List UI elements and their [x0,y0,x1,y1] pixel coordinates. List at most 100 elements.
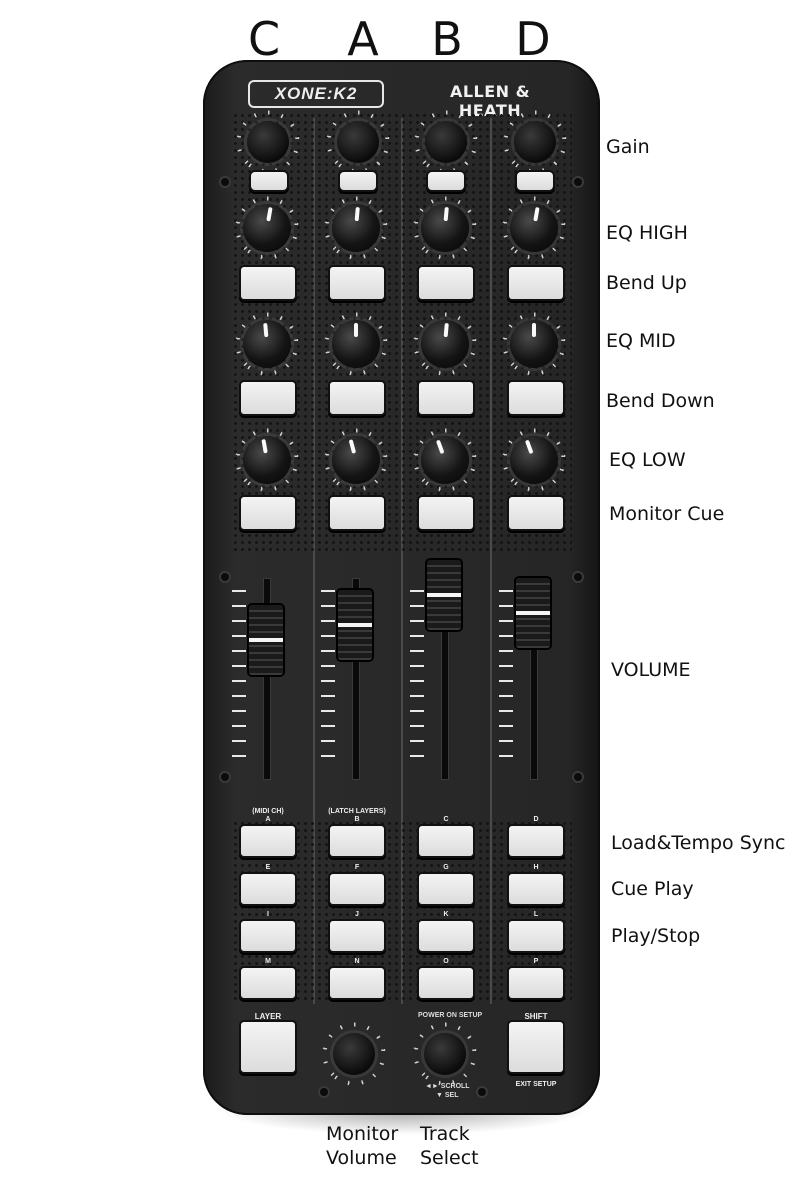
label-monitor-volume-line2: Volume [326,1147,397,1169]
shift-button[interactable] [509,1022,563,1072]
load-tempo-sync-button-d[interactable] [509,826,563,856]
monitor-cue-button-c[interactable] [241,497,295,529]
layer-button[interactable] [241,1022,295,1072]
label-monitor-volume: Monitor Volume [326,1122,398,1170]
button-o[interactable] [419,968,473,998]
button-letter: P [533,958,539,965]
button-m[interactable] [241,968,295,998]
label-track-select: Track Select [420,1122,479,1170]
bend-up-button-d[interactable] [509,267,563,299]
monitor-cue-button-d[interactable] [509,497,563,529]
label-track-select-line1: Track [420,1123,470,1145]
label-eq-low: EQ LOW [609,449,686,471]
bend-up-button-a[interactable] [330,267,384,299]
eq-mid-knob-d[interactable] [510,320,558,368]
eq-high-knob-b[interactable] [421,204,469,252]
column-divider [313,118,315,1004]
gain-knob-b[interactable] [425,121,467,163]
label-cue-play: Cue Play [611,878,694,900]
deck-letter-c: C [247,12,281,66]
label-eq-high: EQ HIGH [606,222,688,244]
eq-mid-knob-b[interactable] [421,320,469,368]
gain-knob-a[interactable] [337,121,379,163]
play-stop-button-b[interactable] [419,921,473,951]
eq-high-knob-c[interactable] [243,204,291,252]
eq-mid-knob-c[interactable] [243,320,291,368]
fader-scale [321,590,335,770]
play-stop-button-a[interactable] [330,921,384,951]
label-track-select-line2: Select [420,1147,479,1169]
play-stop-button-d[interactable] [509,921,563,951]
eq-mid-knob-a[interactable] [332,320,380,368]
monitor-cue-button-b[interactable] [419,497,473,529]
volume-fader-c[interactable] [249,605,283,675]
button-n[interactable] [330,968,384,998]
scroll-label: ◄► SCROLL [425,1083,470,1090]
cue-play-button-d[interactable] [509,874,563,904]
gain-button-d[interactable] [517,172,553,190]
bend-down-button-d[interactable] [509,382,563,414]
eq-low-knob-c[interactable] [243,436,291,484]
cue-play-button-b[interactable] [419,874,473,904]
button-letter: G [443,864,449,871]
play-stop-button-c[interactable] [241,921,295,951]
button-letter: D [533,816,539,823]
gain-knob-d[interactable] [514,121,556,163]
fader-scale [232,590,246,770]
bend-down-button-a[interactable] [330,382,384,414]
eq-high-knob-d[interactable] [510,204,558,252]
cue-play-button-a[interactable] [330,874,384,904]
bend-down-button-b[interactable] [419,382,473,414]
fader-track-c [263,578,271,780]
deck-letter-a: A [347,12,379,66]
gain-button-a[interactable] [340,172,376,190]
load-tempo-sync-button-b[interactable] [419,826,473,856]
gain-knob-c[interactable] [247,121,289,163]
screw [478,1088,486,1096]
button-letter: O [443,958,449,965]
load-tempo-sync-button-a[interactable] [330,826,384,856]
monitor-cue-button-a[interactable] [330,497,384,529]
eq-low-knob-b[interactable] [421,436,469,484]
fader-track-a [352,578,360,780]
screw [221,178,229,186]
button-p[interactable] [509,968,563,998]
label-monitor-volume-line1: Monitor [326,1123,399,1145]
eq-low-knob-a[interactable] [332,436,380,484]
bend-down-button-c[interactable] [241,382,295,414]
button-letter: K [443,911,449,918]
volume-fader-a[interactable] [338,590,372,660]
button-letter: A [265,816,271,823]
fader-scale [499,590,513,770]
button-letter: J [355,911,359,918]
label-eq-mid: EQ MID [606,330,676,352]
fader-scale [410,590,424,770]
eq-low-knob-d[interactable] [510,436,558,484]
monitor-volume-encoder[interactable] [333,1033,375,1075]
label-bend-down: Bend Down [606,390,715,412]
power-on-setup-label: POWER ON SETUP [418,1012,483,1019]
eq-high-knob-a[interactable] [332,204,380,252]
column-divider [490,118,492,1004]
gain-button-b[interactable] [428,172,464,190]
load-tempo-sync-button-c[interactable] [241,826,295,856]
bend-up-button-b[interactable] [419,267,473,299]
track-select-encoder[interactable] [424,1033,466,1075]
screw [221,573,229,581]
button-letter: I [267,911,269,918]
screw [574,178,582,186]
screw [574,773,582,781]
gain-button-c[interactable] [251,172,287,190]
label-load-tempo-sync: Load&Tempo Sync [611,832,786,854]
screw [320,1088,328,1096]
shift-label: SHIFT [524,1012,548,1021]
volume-fader-d[interactable] [516,578,550,648]
bend-up-button-c[interactable] [241,267,295,299]
label-volume: VOLUME [611,659,691,681]
deck-letter-d: D [515,12,551,66]
layer-label: LAYER [254,1012,282,1021]
volume-fader-b[interactable] [427,560,461,630]
button-letter: B [354,816,360,823]
button-letter: M [265,958,271,965]
cue-play-button-c[interactable] [241,874,295,904]
